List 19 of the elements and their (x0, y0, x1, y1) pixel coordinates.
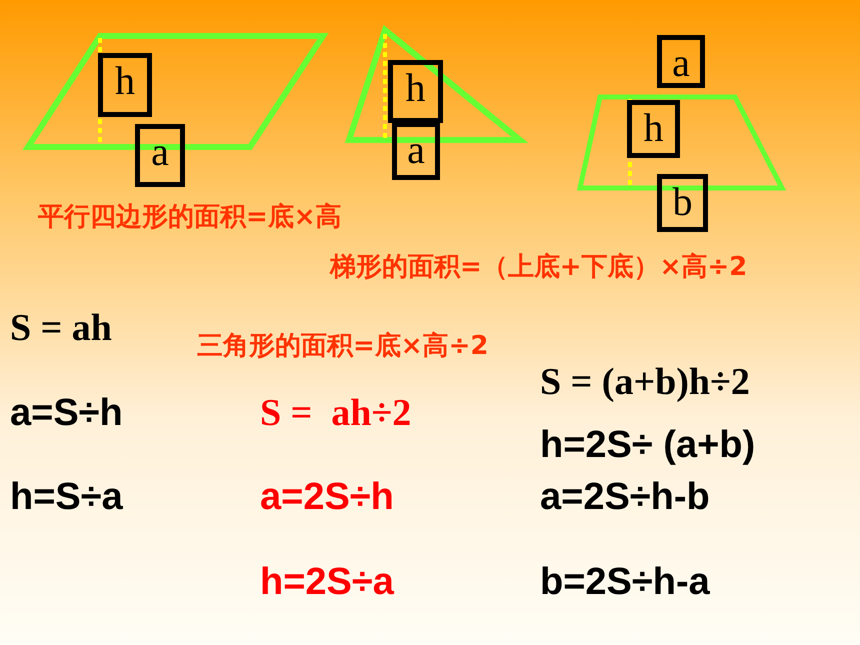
formula: b=2S÷h-a (540, 562, 710, 604)
variable-label: h (388, 60, 443, 123)
variable-label: a (392, 122, 440, 180)
formula-heading: 梯形的面积=（上底+下底）×高÷2 (330, 253, 748, 282)
formula-heading: 三角形的面积=底×高÷2 (197, 332, 488, 361)
formula: h=2S÷ (a+b) (540, 425, 756, 467)
formula: a=2S÷h (260, 477, 394, 519)
formula-heading: 平行四边形的面积=底×高 (38, 203, 342, 232)
variable-label: a (657, 35, 705, 88)
variable-label: h (627, 100, 680, 158)
formula: a=2S÷h-b (540, 477, 710, 519)
variable-label: b (657, 174, 708, 232)
formula: h=2S÷a (260, 562, 394, 604)
formula: S = (a+b)h÷2 (540, 362, 750, 404)
formula: S = ah (10, 308, 112, 350)
formula: a=S÷h (10, 393, 123, 435)
formula: S = ah÷2 (260, 393, 412, 435)
formula: h=S÷a (10, 477, 123, 519)
variable-label: h (98, 53, 152, 117)
